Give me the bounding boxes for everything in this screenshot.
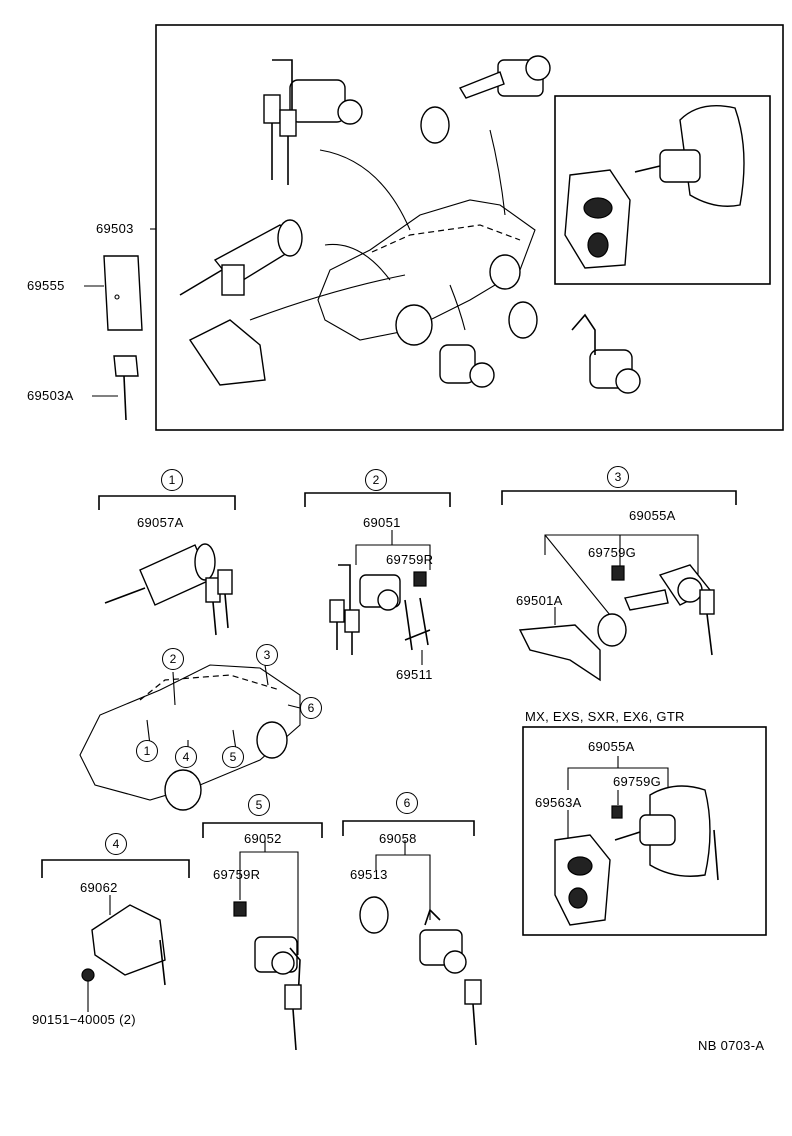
car-callout-6: 6 (300, 697, 322, 719)
label-g6-sub1: 69513 (350, 867, 388, 882)
label-alt-sub2: 69563A (535, 795, 582, 810)
label-g1-part: 69057A (137, 515, 184, 530)
mid-car (79, 664, 301, 811)
label-g4-sub1: 90151−40005 (2) (32, 1012, 136, 1027)
inset-frame (554, 95, 771, 285)
callout-3: 3 (607, 466, 629, 488)
top-trunk-lock (458, 55, 551, 99)
callout-4: 4 (105, 833, 127, 855)
label-alt-sub1: 69759G (613, 774, 662, 789)
label-alt-part: 69055A (588, 739, 635, 754)
label-master-key: 69503A (27, 388, 74, 403)
label-g3-sub1: 69759G (588, 545, 637, 560)
top-rear-lock (571, 313, 641, 394)
car-callout-1: 1 (136, 740, 158, 762)
g3-leader (544, 534, 699, 575)
label-g5-part: 69052 (244, 831, 282, 846)
top-fuel-lock (439, 344, 495, 388)
car-callout-4: 4 (175, 746, 197, 768)
label-g4-part: 69062 (80, 880, 118, 895)
top-car (249, 129, 536, 346)
alt-trunk-lock (554, 785, 719, 926)
g6-fuel-lock (359, 896, 482, 1046)
bracket-6 (342, 820, 475, 836)
label-g6-part: 69058 (379, 831, 417, 846)
top-trunk-seal (420, 106, 450, 144)
callout-2: 2 (365, 469, 387, 491)
bracket-4 (41, 859, 190, 878)
set-frame (155, 24, 784, 431)
alt-frame (522, 726, 767, 936)
g6-leader (375, 854, 431, 920)
g2-door-lock (329, 564, 431, 665)
key-card (103, 255, 143, 331)
g1-ignition-lock (104, 543, 233, 636)
bracket-1 (98, 495, 236, 510)
g2-subleader (355, 544, 431, 570)
label-g3-sub2: 69501A (516, 593, 563, 608)
bracket-2 (304, 492, 451, 507)
figure-code: NB 0703-A (698, 1038, 765, 1053)
inset-lock (564, 105, 745, 269)
car-callout-3: 3 (256, 644, 278, 666)
bracket-3 (501, 490, 737, 505)
top-fuel-seal (508, 301, 538, 339)
label-g2-part: 69051 (363, 515, 401, 530)
g4-hood-lock (81, 904, 166, 1012)
label-key-set: 69503 (96, 221, 134, 236)
callout-5: 5 (248, 794, 270, 816)
label-key-card: 69555 (27, 278, 65, 293)
callout-6: 6 (396, 792, 418, 814)
label-alt-title: MX, EXS, SXR, EX6, GTR (525, 709, 685, 724)
car-callout-5: 5 (222, 746, 244, 768)
label-g2-sub1: 69759R (386, 552, 434, 567)
label-g3-part: 69055A (629, 508, 676, 523)
callout-1: 1 (161, 469, 183, 491)
top-hood-lock (188, 319, 266, 386)
label-g5-sub1: 69759R (213, 867, 261, 882)
g5-leader (239, 851, 299, 955)
top-door-lock (263, 59, 363, 185)
top-ignition (179, 219, 303, 296)
g5-door-lock (233, 901, 302, 1051)
g3-trunk-lock (518, 564, 715, 682)
master-key (113, 355, 139, 421)
car-callout-2: 2 (162, 648, 184, 670)
bracket-5 (202, 822, 323, 838)
label-g2-sub2: 69511 (396, 667, 433, 682)
